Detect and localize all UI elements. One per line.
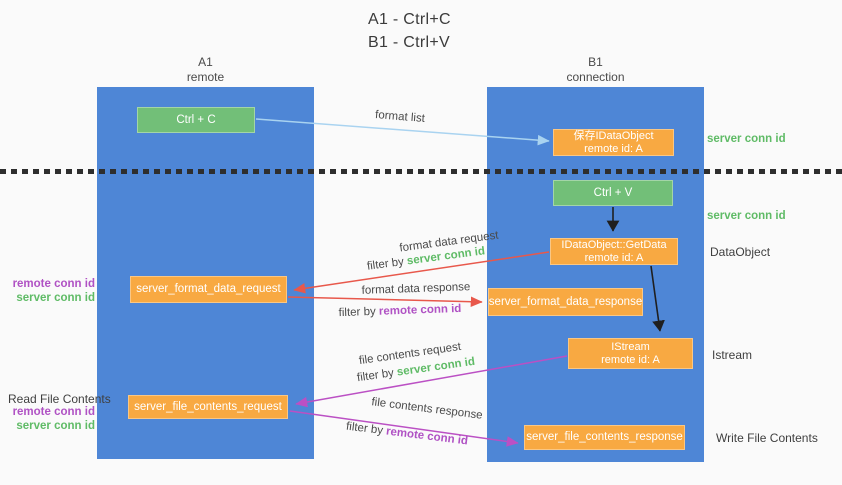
save-dataobject-line2: remote id: A <box>584 142 643 155</box>
filter-by-text: filter by <box>338 305 380 320</box>
server-format-data-response-label: server_format_data_response <box>488 295 643 308</box>
lifeline-a1-name: A1 <box>198 55 213 69</box>
remote-conn-id-annotation: remote conn id <box>12 278 95 290</box>
server-conn-id-annotation: server conn id <box>16 419 95 432</box>
format-data-response-arrow <box>287 296 483 307</box>
diagram-title: A1 - Ctrl+C B1 - Ctrl+V <box>368 8 451 54</box>
istream-box: IStream remote id: A <box>568 338 693 369</box>
server-file-contents-response-label: server_file_contents_response <box>526 431 683 444</box>
getdata-line1: IDataObject::GetData <box>561 239 667 251</box>
ctrl-v-label: Ctrl + V <box>593 186 633 199</box>
file-contents-response-label: file contents response <box>370 396 484 422</box>
ctrl-c-box: Ctrl + C <box>137 107 255 133</box>
server-format-data-request-box: server_format_data_request <box>130 276 287 303</box>
istream-annotation: Istream <box>712 348 753 362</box>
filter-by-text: filter by <box>356 366 398 385</box>
server-format-data-response-box: server_format_data_response <box>488 288 643 316</box>
format-list-label: format list <box>374 109 426 125</box>
left-conn-id-pair-bottom: remote conn id server conn id <box>0 406 95 433</box>
filter-by-text: filter by <box>366 255 408 273</box>
save-dataobject-line1: 保存IDataObject <box>573 130 654 142</box>
lifeline-b1-role: connection <box>566 70 625 84</box>
format-data-response-label: format data response <box>361 281 471 297</box>
getdata-box: IDataObject::GetData remote id: A <box>550 238 678 265</box>
lifeline-b1-name: B1 <box>588 55 603 69</box>
server-conn-id-annotation-top: server conn id <box>707 133 786 145</box>
server-conn-id-annotation: server conn id <box>16 291 95 304</box>
remote-conn-id-annotation: remote conn id <box>12 406 95 418</box>
istream-line1: IStream <box>611 341 650 353</box>
istream-line2: remote id: A <box>601 353 660 366</box>
ctrl-v-box: Ctrl + V <box>553 180 673 206</box>
write-file-contents-annotation: Write File Contents <box>716 431 818 445</box>
server-conn-id-annotation-mid: server conn id <box>707 210 786 222</box>
server-file-contents-request-label: server_file_contents_request <box>134 400 282 413</box>
ctrl-c-label: Ctrl + C <box>176 113 216 126</box>
save-dataobject-box: 保存IDataObject remote id: A <box>553 129 674 156</box>
read-file-contents-annotation: Read File Contents <box>8 392 111 406</box>
server-file-contents-response-box: server_file_contents_response <box>524 425 685 450</box>
title-line-2: B1 - Ctrl+V <box>368 34 450 51</box>
dataobject-annotation: DataObject <box>710 245 771 259</box>
filter-by-text: filter by <box>345 420 387 438</box>
title-line-1: A1 - Ctrl+C <box>368 11 451 28</box>
server-format-data-request-label: server_format_data_request <box>136 283 281 296</box>
lifeline-a1-role: remote <box>186 70 225 84</box>
remote-conn-id-text: remote conn id <box>378 302 462 318</box>
lifeline-header-b1: B1 connection <box>487 55 704 85</box>
copy-paste-divider-line <box>0 169 842 174</box>
file-contents-response-filter-label: filter by remote conn id <box>345 421 468 448</box>
server-file-contents-request-box: server_file_contents_request <box>128 395 288 419</box>
remote-conn-id-text: remote conn id <box>385 425 469 448</box>
getdata-line2: remote id: A <box>584 251 644 264</box>
left-conn-id-pair-top: remote conn id server conn id <box>0 278 95 305</box>
lifeline-header-a1: A1 remote <box>97 55 314 85</box>
format-data-response-filter-label: filter by remote conn id <box>338 303 461 319</box>
